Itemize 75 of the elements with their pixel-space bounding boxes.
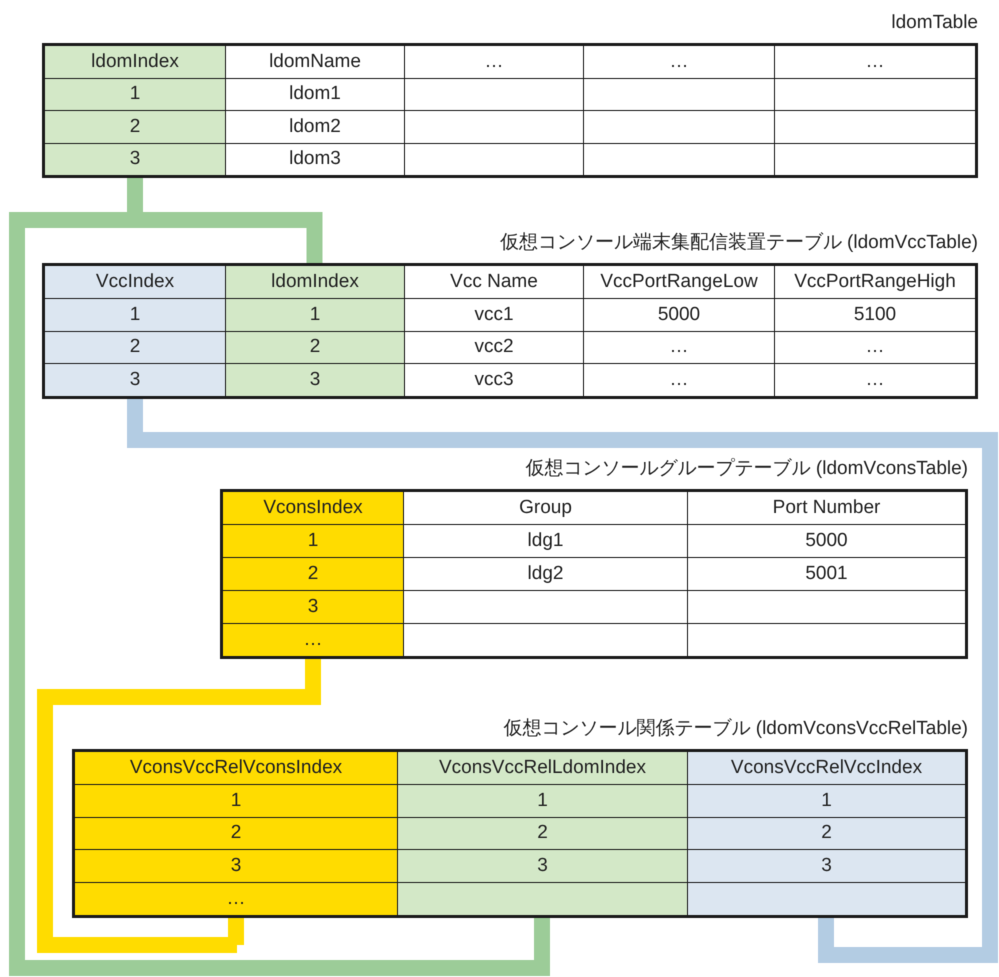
table-column: [404, 46, 583, 175]
table-title: 仮想コンソールグループテーブル (ldomVconsTable): [526, 457, 968, 481]
table-cell: 2: [75, 816, 397, 850]
table-cell: 2: [226, 330, 404, 364]
header-cell-text: VccPortRangeLow: [599, 270, 759, 294]
table-column: [583, 266, 774, 396]
table-column: [45, 46, 225, 175]
table-column: [403, 492, 687, 656]
table-cell: vcc1: [405, 298, 583, 330]
table-cell: …: [775, 363, 975, 396]
header-cell-text: ldomIndex: [270, 270, 360, 294]
table-title: 仮想コンソール端末集配信装置テーブル (ldomVccTable): [500, 231, 978, 255]
table-cell: 2: [45, 110, 225, 142]
header-cell-text: VconsIndex: [262, 496, 364, 520]
table-cell: 1: [45, 78, 225, 110]
table-title: ldomTable: [891, 11, 978, 35]
table-cell: …: [584, 330, 774, 364]
data-table: [72, 717, 968, 918]
table-cell: …: [75, 882, 397, 915]
table-cell: 1: [226, 298, 404, 330]
table-cell: 3: [75, 849, 397, 882]
header-cell-text: VconsVccRelLdomIndex: [438, 756, 647, 780]
table-column: [223, 492, 403, 656]
table-column: [404, 266, 583, 396]
table-column: [774, 266, 975, 396]
table-column: [583, 46, 774, 175]
header-cell-text: …: [484, 50, 504, 74]
table-column: [687, 492, 965, 656]
header-cell-text: VccIndex: [94, 270, 176, 294]
data-table: [42, 231, 978, 399]
data-table: [42, 11, 978, 178]
header-cell-text: VconsVccRelVccIndex: [730, 756, 924, 780]
table-column: [397, 752, 687, 915]
header-cell-text: Group: [518, 496, 573, 520]
table-cell: 3: [226, 363, 404, 396]
data-table: [220, 457, 968, 659]
table-cell: …: [775, 330, 975, 364]
table-cell: 5001: [688, 557, 965, 590]
table-cell: …: [223, 623, 403, 656]
table-cell: vcc2: [405, 330, 583, 364]
table-cell: vcc3: [405, 363, 583, 396]
table-column: [75, 752, 397, 915]
table-column: [774, 46, 975, 175]
table-cell: ldom3: [226, 142, 404, 175]
table-cell: 5100: [775, 298, 975, 330]
table-column: [45, 266, 225, 396]
table-cell: 1: [223, 524, 403, 557]
header-cell-text: Port Number: [772, 496, 882, 520]
table-cell: …: [584, 363, 774, 396]
table-cell: ldom1: [226, 78, 404, 110]
table-cell: 2: [688, 816, 965, 850]
header-cell-text: ldomIndex: [90, 50, 180, 74]
table-cell: 3: [45, 142, 225, 175]
header-cell-text: Vcc Name: [449, 270, 539, 294]
header-cell-text: VccPortRangeHigh: [793, 270, 957, 294]
table-column: [225, 46, 404, 175]
header-cell-text: …: [864, 50, 886, 74]
table-cell: 5000: [688, 524, 965, 557]
table-column: [687, 752, 965, 915]
table-cell: 3: [688, 849, 965, 882]
table-cell: 3: [223, 590, 403, 623]
table-cell: 1: [75, 784, 397, 817]
table-title: 仮想コンソール関係テーブル (ldomVconsVccRelTable): [503, 717, 968, 741]
table-cell: 5000: [584, 298, 774, 330]
table-cell: 1: [688, 784, 965, 817]
header-cell-text: …: [668, 50, 690, 74]
header-cell-text: VconsVccRelVconsIndex: [128, 756, 344, 780]
header-cell-text: ldomName: [268, 50, 362, 74]
connector-line: [37, 659, 321, 953]
table-column: [225, 266, 404, 396]
table-cell: ldg1: [404, 524, 687, 557]
table-cell: ldg2: [404, 557, 687, 590]
connector-line: [127, 399, 998, 963]
table-cell: ldom2: [226, 110, 404, 142]
table-cell: 2: [223, 557, 403, 590]
